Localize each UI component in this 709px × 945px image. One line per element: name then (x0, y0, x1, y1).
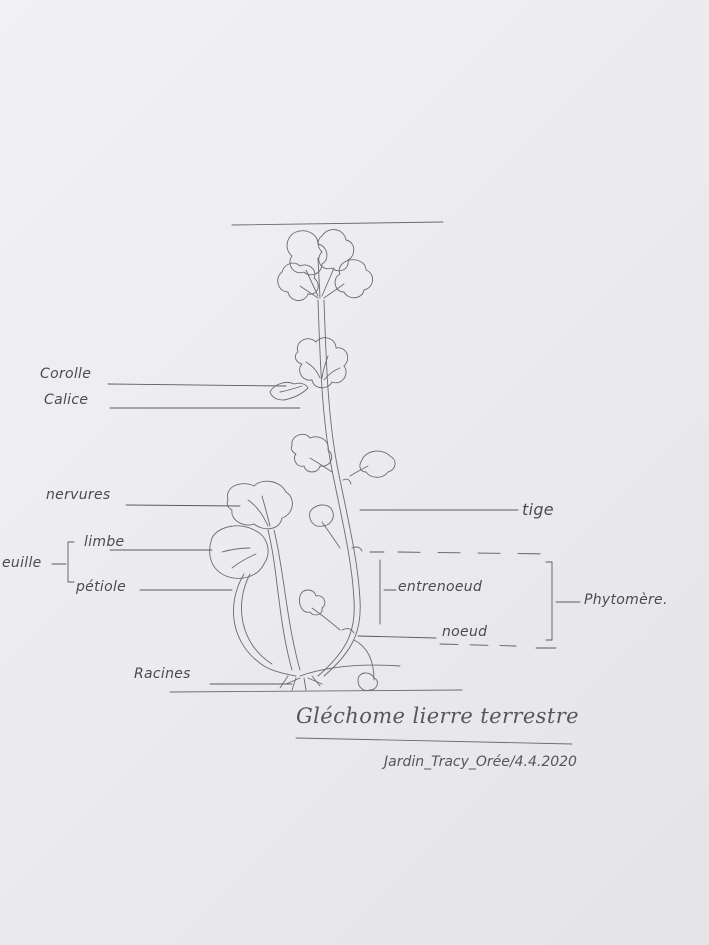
label-limbe: limbe (84, 534, 125, 550)
limbe-leaves (209, 480, 293, 579)
label-tige: tige (522, 500, 554, 519)
corolle-flower (294, 337, 349, 389)
label-feuille: euille (2, 555, 42, 571)
label-racines: Racines (134, 666, 191, 682)
label-corolle: Corolle (40, 366, 92, 382)
label-calice: Calice (44, 392, 89, 408)
flower-cluster (277, 229, 373, 301)
ground-line (169, 689, 463, 693)
top-guide-line (231, 221, 444, 226)
signature-date: Jardin_Tracy_Orée/4.4.2020 (384, 754, 577, 770)
label-phytomere: Phytomère. (584, 592, 668, 608)
roots (279, 664, 401, 691)
petioles (233, 529, 301, 677)
leader-lines-right (357, 509, 581, 649)
calice-shape (269, 381, 309, 401)
stem (317, 299, 363, 677)
stem-leaves-right (290, 433, 396, 549)
lower-leaves (299, 589, 378, 691)
label-nervures: nervures (46, 487, 111, 503)
label-noeud: noeud (442, 624, 488, 640)
leader-lines-left (51, 383, 301, 685)
label-entrenoeud: entrenoeud (398, 579, 483, 595)
title-underline (295, 737, 573, 745)
label-petiole: pétiole (76, 579, 127, 595)
drawing-title: Gléchome lierre terrestre (296, 704, 579, 728)
